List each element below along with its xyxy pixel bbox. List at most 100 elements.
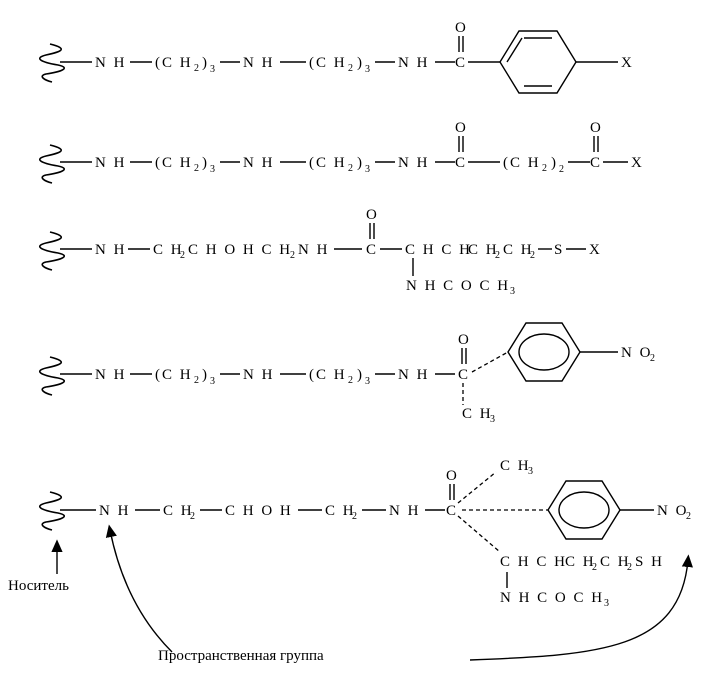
row3-carbonyl-o: O [366,207,379,223]
row2-carbonyl-c-2: C [590,155,602,171]
row1-benzene-ring [499,30,577,94]
carrier-wave-4 [38,356,65,396]
row2-nh-2: N H [243,155,274,171]
row4-ch2-group-2: (C H [309,367,347,383]
row3-carbonyl-c: C [366,242,378,258]
carrier-wave-2 [38,144,65,184]
row4-nitro: N O [621,345,652,361]
svg-text:3: 3 [365,64,370,75]
row2-nh-1: N H [95,155,126,171]
svg-text:2: 2 [352,511,357,522]
row3-chch: C H C H [405,242,472,258]
row2-ch2-group-2: (C H [309,155,347,171]
row5-carbonyl-o: O [446,468,459,484]
row1-carbonyl-c: C [455,55,467,71]
structure-row-2: N H (C H 2 ) 3 N H (C H 2 ) 3 N H O C (C… [38,120,644,184]
spacer-arrow-right [469,554,693,661]
row2-nh-3: N H [398,155,429,171]
row3-x: X [589,242,602,258]
row5-nh-2: N H [389,503,420,519]
svg-text:2: 2 [194,163,199,174]
svg-text:2: 2 [627,562,632,573]
svg-text:3: 3 [365,376,370,387]
row3-nhcoch3: N H C O C H [406,278,510,294]
row2-carbonyl-o-2: O [590,120,603,136]
row1-ch2-group-2: (C H [309,55,347,71]
svg-text:2: 2 [290,250,295,261]
svg-text:C H: C H [468,242,499,258]
svg-text:2: 2 [495,250,500,261]
row4-carbonyl-c: C [458,367,470,383]
row1-carbonyl-o: O [455,20,468,36]
svg-text:2: 2 [542,163,547,174]
row1-ch2-group-1: (C H [155,55,193,71]
svg-text:): ) [202,55,209,71]
spacer-group-label: Пространственная группа [158,648,324,664]
row5-benzene-ring [547,480,621,540]
svg-text:2: 2 [592,562,597,573]
row1-x: X [621,55,634,71]
row3-ch2-1: C H [153,242,184,258]
svg-text:2: 2 [180,250,185,261]
svg-text:C H: C H [600,554,631,570]
row5-thiol: S H [635,554,664,570]
svg-text:2: 2 [559,164,564,175]
svg-text:2: 2 [348,163,353,174]
svg-text:2: 2 [650,353,655,364]
row4-ch2-group-1: (C H [155,367,193,383]
row5-choh: C H O H [225,503,293,519]
row5-central-c: C [446,503,458,519]
structure-row-5: N H C H 2 C H O H C H 2 N H O C C H 3 N … [38,458,691,609]
carrier-wave-3 [38,231,65,271]
svg-text:3: 3 [210,64,215,75]
row1-nh-2: N H [243,55,274,71]
structure-row-3: N H C H 2 C H O H C H 2 N H O C C H C H … [38,207,602,297]
svg-text:): ) [357,367,364,383]
svg-text:2: 2 [194,63,199,74]
row5-nitro: N O [657,503,688,519]
row2-carbonyl-c-1: C [455,155,467,171]
svg-text:2: 2 [348,63,353,74]
carrier-wave-1 [38,43,65,83]
structure-row-1: N H (C H 2 ) 3 N H (C H 2 ) 3 N H O C X [38,20,634,94]
annotations [51,524,693,661]
svg-text:2: 2 [348,375,353,386]
svg-text:): ) [202,155,209,171]
row3-sulfur: S [554,242,564,258]
svg-text:): ) [357,55,364,71]
svg-text:3: 3 [490,414,495,425]
svg-text:2: 2 [194,375,199,386]
row5-chch: C H C H [500,554,567,570]
row4-carbonyl-o: O [458,332,471,348]
row1-nh-3: N H [398,55,429,71]
svg-text:3: 3 [365,164,370,175]
row1-nh-1: N H [95,55,126,71]
row3-nh-1: N H [95,242,126,258]
row4-nh-1: N H [95,367,126,383]
svg-text:2: 2 [686,511,691,522]
svg-text:C H: C H [503,242,534,258]
row5-ch2-2: C H [325,503,356,519]
spacer-arrow-left [105,524,173,653]
row5-ch2-1: C H [163,503,194,519]
svg-text:2: 2 [190,511,195,522]
svg-text:3: 3 [528,466,533,477]
row4-nh-2: N H [243,367,274,383]
row2-ch2-group-3: (C H [503,155,541,171]
svg-text:): ) [202,367,209,383]
carrier-wave-5 [38,491,65,531]
structure-row-4: N H (C H 2 ) 3 N H (C H 2 ) 3 N H O C N … [38,322,655,425]
svg-text:): ) [551,155,558,171]
row2-x: X [631,155,644,171]
row4-methyl: C H [462,406,493,422]
row3-chohch: C H O H C H [188,242,292,258]
svg-text:3: 3 [210,376,215,387]
svg-text:): ) [357,155,364,171]
row5-nh-1: N H [99,503,130,519]
svg-text:3: 3 [604,598,609,609]
svg-text:C H: C H [565,554,596,570]
row5-methyl: C H [500,458,531,474]
row5-nhcoch3: N H C O C H [500,590,604,606]
svg-text:3: 3 [210,164,215,175]
